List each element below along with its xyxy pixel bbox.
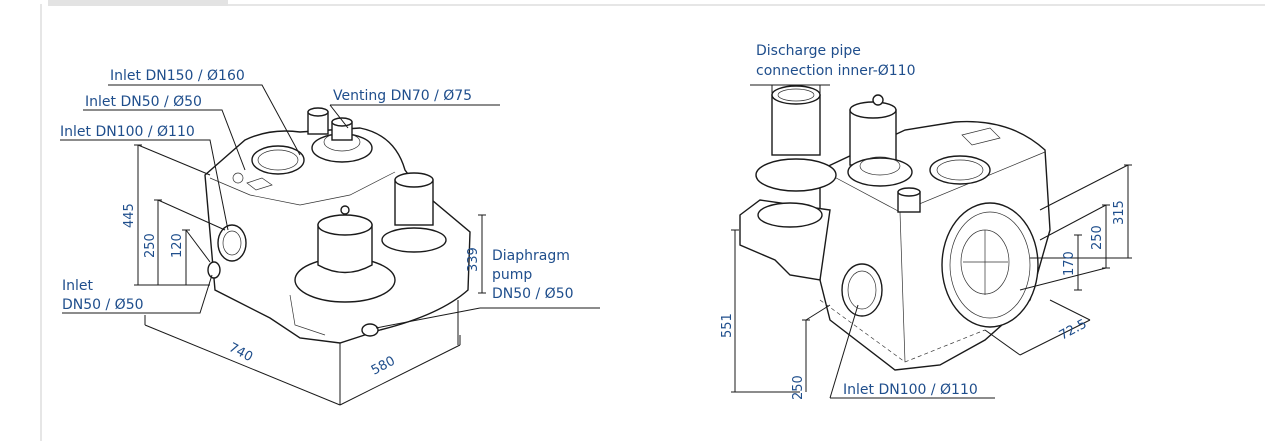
label-right-inlet-dn100: Inlet DN100 / Ø110 (843, 382, 978, 398)
left-tank-top-edge (209, 171, 396, 206)
dim-250-right: 250 (1090, 225, 1105, 250)
dim-551: 551 (720, 313, 735, 338)
left-dimensions (134, 144, 486, 406)
left-leaders (60, 84, 600, 329)
right-dimensions (731, 164, 1132, 393)
dim-315: 315 (1112, 200, 1127, 225)
dim-250-left: 250 (143, 233, 158, 258)
left-inlet-dn50 (207, 261, 221, 279)
dim-740: 740 (226, 340, 255, 365)
right-side-cover (941, 202, 1039, 328)
label-inlet-bottom-line1: Inlet (62, 278, 94, 294)
label-inlet-dn150: Inlet DN150 / Ø160 (110, 68, 245, 84)
label-inlet-dn100: Inlet DN100 / Ø110 (60, 124, 195, 140)
right-panel (961, 127, 1001, 146)
left-pump-housing (317, 224, 373, 274)
left-large-inlet (251, 145, 305, 175)
dim-445: 445 (122, 203, 137, 228)
right-large-opening (929, 155, 991, 185)
dim-580: 580 (369, 354, 398, 379)
dim-120: 120 (170, 233, 185, 258)
label-inlet-dn50-top: Inlet DN50 / Ø50 (85, 94, 202, 110)
top-rule (228, 4, 1265, 6)
left-discharge-flange (381, 227, 447, 253)
left-inlet-dn100 (217, 224, 247, 262)
right-vent-stack (849, 109, 897, 166)
left-diaphragm-port (361, 323, 379, 337)
top-tab (48, 0, 228, 6)
label-diaphragm-line1: Diaphragm (492, 248, 570, 264)
right-vent-flange (847, 157, 913, 187)
left-small-inlet-top (232, 172, 244, 184)
dim-250-right-low: 250 (791, 375, 806, 400)
label-discharge-line1: Discharge pipe (756, 43, 861, 59)
label-diaphragm-line3: DN50 / Ø50 (492, 286, 574, 302)
label-venting: Venting DN70 / Ø75 (333, 88, 472, 104)
left-rule (40, 4, 42, 441)
right-leaders (750, 84, 995, 399)
dim-170: 170 (1062, 251, 1077, 276)
dim-339: 339 (466, 247, 481, 272)
dim-72-5: 72.5 (1057, 317, 1090, 344)
label-inlet-bottom-line2: DN50 / Ø50 (62, 297, 144, 313)
label-diaphragm-line2: pump (492, 267, 532, 283)
right-unit-drawing (739, 85, 1051, 371)
label-discharge-line2: connection inner-Ø110 (756, 63, 916, 79)
left-unit-drawing (204, 107, 471, 344)
right-discharge-flange (755, 158, 837, 192)
left-panel (246, 177, 273, 191)
